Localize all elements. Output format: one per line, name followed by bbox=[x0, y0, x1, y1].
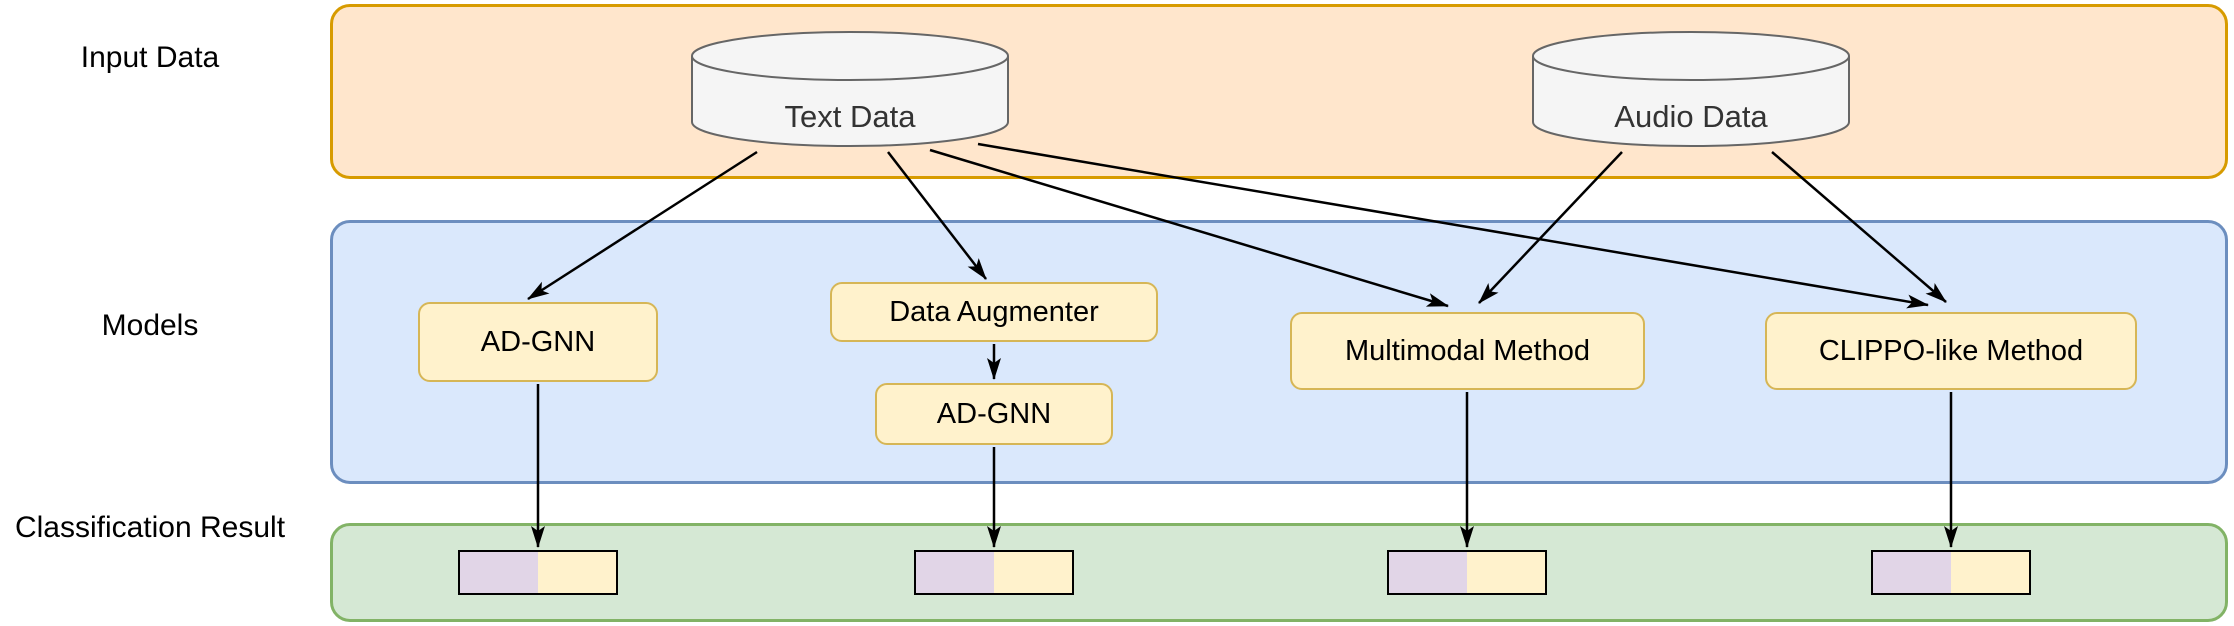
result-segment-yellow bbox=[1467, 552, 1545, 593]
row-label-classification-result: Classification Result bbox=[14, 511, 286, 544]
audio-data-cylinder: Audio Data bbox=[1532, 31, 1850, 147]
result-rect-3 bbox=[1387, 550, 1547, 595]
row-label-input-data: Input Data bbox=[80, 41, 220, 74]
result-rect-4 bbox=[1871, 550, 2031, 595]
result-segment-yellow bbox=[1951, 552, 2029, 593]
result-segment-yellow bbox=[538, 552, 616, 593]
model-box-ad-gnn-2: AD-GNN bbox=[875, 383, 1113, 445]
model-box-ad-gnn-1: AD-GNN bbox=[418, 302, 658, 382]
result-segment-yellow bbox=[994, 552, 1072, 593]
result-rect-1 bbox=[458, 550, 618, 595]
model-box-multimodal-method: Multimodal Method bbox=[1290, 312, 1645, 390]
result-segment-purple bbox=[1389, 552, 1467, 593]
input-data-band bbox=[330, 4, 2228, 179]
model-box-clippo-like-method: CLIPPO-like Method bbox=[1765, 312, 2137, 390]
result-segment-purple bbox=[916, 552, 994, 593]
result-segment-purple bbox=[460, 552, 538, 593]
cylinder-top-ellipse bbox=[691, 31, 1009, 81]
text-data-cylinder: Text Data bbox=[691, 31, 1009, 147]
result-rect-2 bbox=[914, 550, 1074, 595]
audio-data-label: Audio Data bbox=[1614, 99, 1768, 134]
result-segment-purple bbox=[1873, 552, 1951, 593]
text-data-label: Text Data bbox=[785, 99, 917, 134]
cylinder-top-ellipse bbox=[1532, 31, 1850, 81]
row-label-models: Models bbox=[101, 309, 199, 342]
model-box-data-augmenter: Data Augmenter bbox=[830, 282, 1158, 342]
